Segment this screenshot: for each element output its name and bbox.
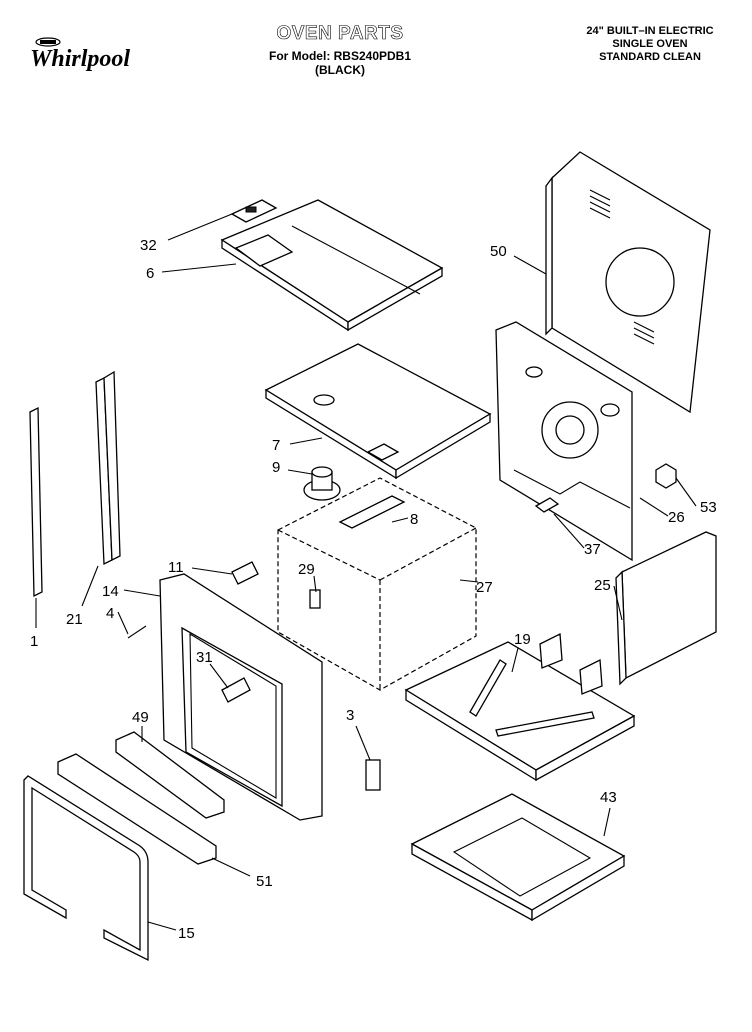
callout-32: 32 <box>140 237 157 254</box>
vent-trim <box>115 731 225 819</box>
callout-29: 29 <box>298 561 315 578</box>
description-line: 24" BUILT–IN ELECTRIC <box>586 25 714 37</box>
oven-lamp <box>309 589 321 609</box>
callout-37: 37 <box>584 541 601 558</box>
convection-fan-motor <box>303 466 341 501</box>
thermostat-clip <box>534 497 560 513</box>
callout-53: 53 <box>700 499 717 516</box>
callout-8: 8 <box>410 511 418 528</box>
color-line: (BLACK) <box>315 63 365 77</box>
door-gasket <box>23 775 149 962</box>
mounting-screw <box>127 625 147 639</box>
temperature-sensor <box>655 463 677 489</box>
insulation-tray <box>410 793 626 922</box>
callout-labels: 32 6 50 7 9 8 53 26 37 11 29 27 25 14 21… <box>30 237 717 942</box>
bottom-panel <box>404 632 636 782</box>
control-bracket <box>230 199 278 223</box>
page-title: OVEN PARTS <box>276 23 404 44</box>
description-line: STANDARD CLEAN <box>599 51 701 63</box>
front-frame <box>159 573 323 821</box>
callout-15: 15 <box>178 925 195 942</box>
hinge-receptacle <box>365 759 381 791</box>
oven-cavity <box>277 477 477 691</box>
rear-panel <box>545 151 711 414</box>
door-trim-left <box>29 406 43 598</box>
model-line: For Model: RBS240PDB1 <box>268 49 412 63</box>
callout-4: 4 <box>106 605 114 622</box>
rear-element-frame <box>495 321 633 562</box>
callout-21: 21 <box>66 611 83 628</box>
side-panel-right <box>615 531 717 686</box>
vent-slots <box>589 189 655 345</box>
callout-26: 26 <box>668 509 685 526</box>
top-cover-panel <box>220 199 444 332</box>
whirlpool-logo <box>35 37 61 47</box>
callout-31: 31 <box>196 649 213 666</box>
callout-43: 43 <box>600 789 617 806</box>
callout-51: 51 <box>256 873 273 890</box>
callout-6: 6 <box>146 265 154 282</box>
callout-19: 19 <box>514 631 531 648</box>
callout-27: 27 <box>476 579 493 596</box>
side-trim-strip <box>95 370 121 566</box>
callout-3: 3 <box>346 707 354 724</box>
callout-25: 25 <box>594 577 611 594</box>
leader-lines <box>35 213 697 931</box>
callout-9: 9 <box>272 459 280 476</box>
oven-light-socket <box>231 561 259 585</box>
door-vent <box>57 753 217 865</box>
description-line: SINGLE OVEN <box>612 38 688 50</box>
callout-49: 49 <box>132 709 149 726</box>
callout-1: 1 <box>30 633 38 650</box>
callout-14: 14 <box>102 583 119 600</box>
door-lock-handle <box>221 677 251 703</box>
oven-top-shield <box>264 343 492 480</box>
product-description: 24" BUILT–IN ELECTRIC SINGLE OVEN STANDA… <box>560 25 740 65</box>
brand-name: Whirlpool <box>30 46 131 72</box>
callout-50: 50 <box>490 243 507 260</box>
callout-11: 11 <box>168 559 184 576</box>
callout-7: 7 <box>272 437 280 454</box>
